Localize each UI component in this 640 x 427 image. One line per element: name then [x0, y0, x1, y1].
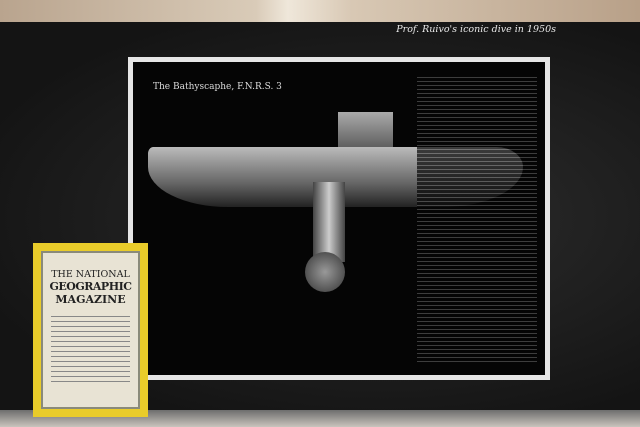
magazine-title-line1: THE NATIONAL — [51, 269, 130, 280]
magazine-title-line3: MAGAZINE — [55, 293, 126, 306]
poster-title: The Bathyscaphe, F.N.R.S. 3 — [153, 82, 282, 92]
magazine-title-line2: GEOGRAPHIC — [49, 280, 133, 293]
poster-illustration: The Bathyscaphe, F.N.R.S. 3 — [133, 62, 545, 375]
magazine-contents — [51, 312, 130, 382]
poster-text-column — [417, 74, 537, 364]
magazine-cover: THE NATIONAL GEOGRAPHIC MAGAZINE — [33, 243, 148, 417]
magazine-cover-inner: THE NATIONAL GEOGRAPHIC MAGAZINE — [41, 251, 140, 409]
exhibit-caption: Prof. Ruivo's iconic dive in 1950s — [396, 24, 556, 35]
wall — [0, 0, 640, 22]
bathyscaphe-poster: The Bathyscaphe, F.N.R.S. 3 — [128, 57, 550, 380]
display-base — [0, 410, 640, 427]
observation-sphere — [305, 252, 345, 292]
access-shaft — [313, 182, 345, 262]
conning-tower — [338, 112, 393, 152]
